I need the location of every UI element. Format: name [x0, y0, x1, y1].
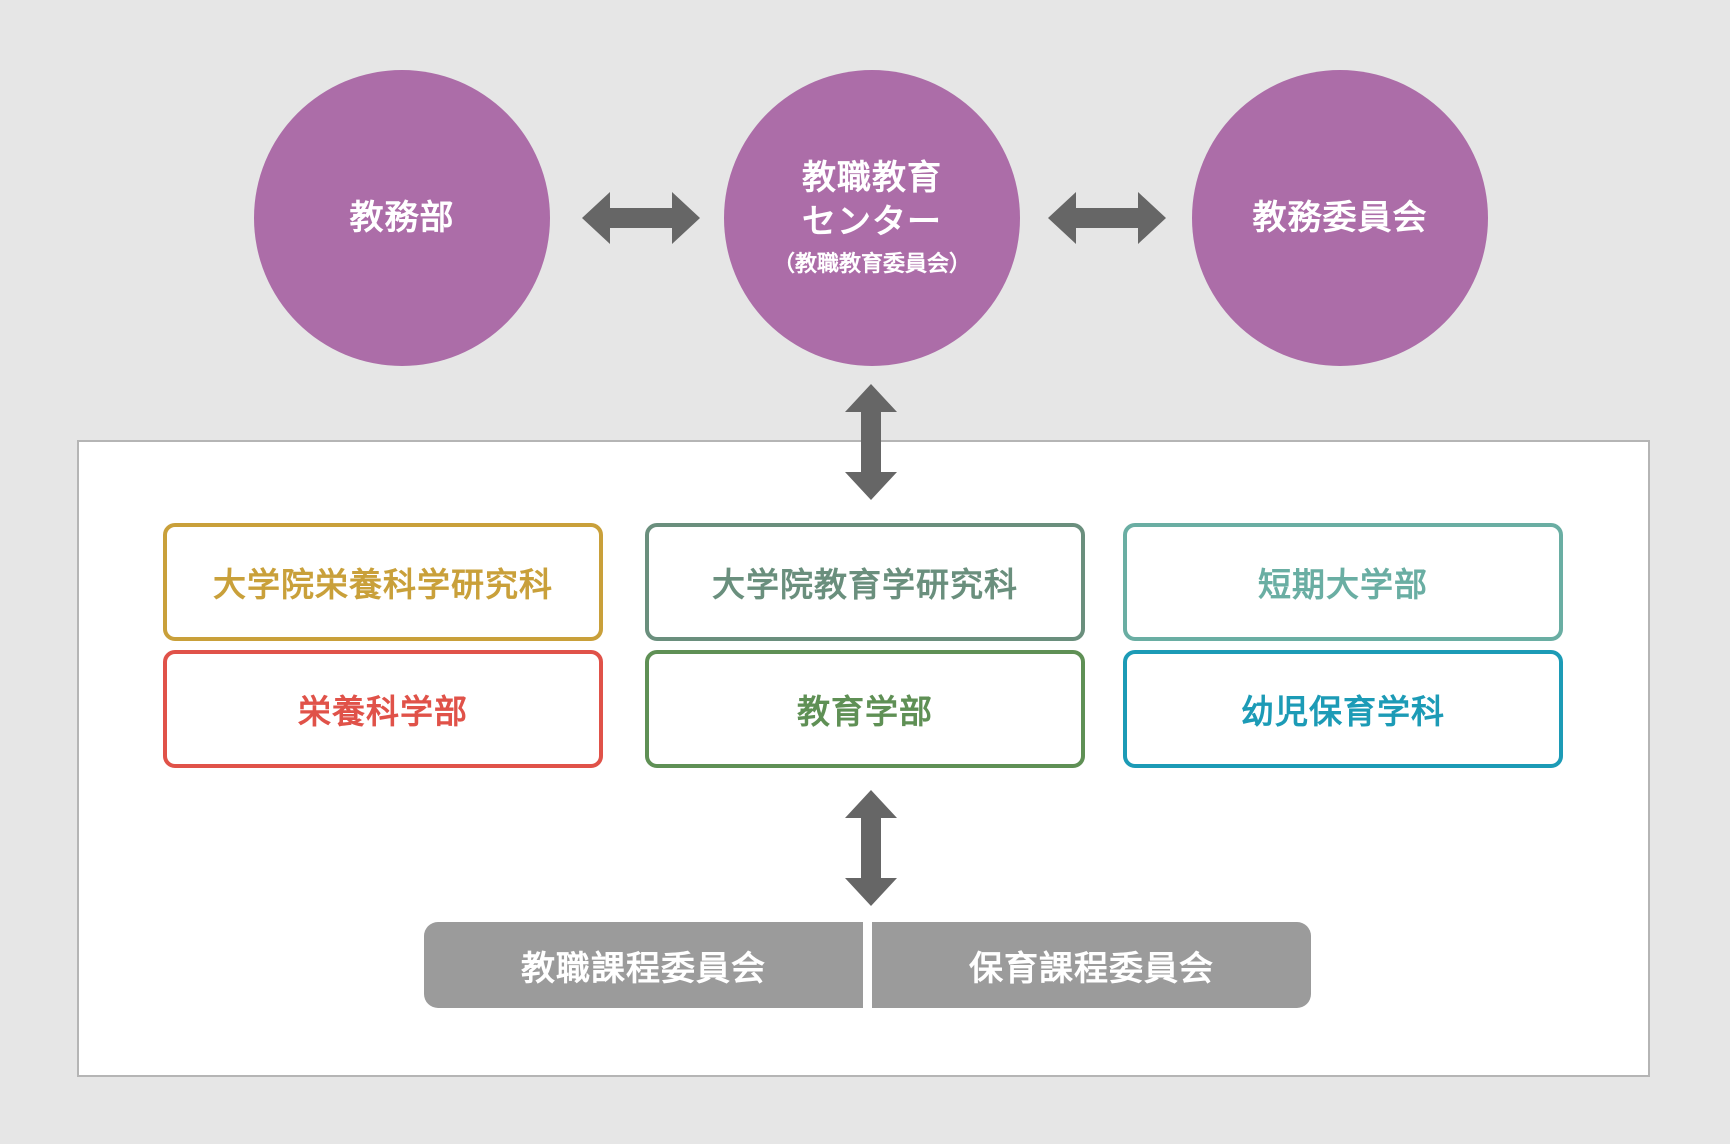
arrow-shape	[845, 790, 897, 906]
double-arrow-right	[1048, 192, 1166, 244]
circle-kyoshoku-center: 教職教育センター （教職教育委員会）	[724, 70, 1020, 366]
arrow-shape	[1048, 192, 1166, 244]
circle-label: 教務部	[349, 198, 455, 238]
box-education-faculty: 教育学部	[645, 650, 1085, 768]
box-graduate-education: 大学院教育学研究科	[645, 523, 1085, 641]
circle-label: 教務委員会	[1252, 198, 1428, 238]
circle-label: 教職教育センター	[802, 158, 942, 242]
committee-kyoshoku: 教職課程委員会	[424, 922, 863, 1008]
box-label: 栄養科学部	[298, 692, 468, 731]
committee-label: 保育課程委員会	[969, 948, 1214, 989]
circle-kyomu-iinkai: 教務委員会	[1192, 70, 1488, 366]
box-early-childhood: 幼児保育学科	[1123, 650, 1563, 768]
committee-label: 教職課程委員会	[521, 948, 766, 989]
arrow-shape	[582, 192, 700, 244]
box-label: 教育学部	[797, 692, 933, 731]
double-arrow-center-top	[845, 384, 897, 500]
box-label: 幼児保育学科	[1241, 692, 1445, 731]
double-arrow-left	[582, 192, 700, 244]
box-label: 短期大学部	[1258, 565, 1428, 604]
arrow-shape	[845, 384, 897, 500]
box-junior-college: 短期大学部	[1123, 523, 1563, 641]
circle-kyomu-bu: 教務部	[254, 70, 550, 366]
box-nutrition-faculty: 栄養科学部	[163, 650, 603, 768]
box-label: 大学院栄養科学研究科	[213, 565, 553, 604]
box-graduate-nutrition: 大学院栄養科学研究科	[163, 523, 603, 641]
circle-sub-label: （教職教育委員会）	[772, 252, 971, 277]
box-label: 大学院教育学研究科	[712, 565, 1018, 604]
committee-hoiku: 保育課程委員会	[872, 922, 1311, 1008]
double-arrow-center-bottom	[845, 790, 897, 906]
